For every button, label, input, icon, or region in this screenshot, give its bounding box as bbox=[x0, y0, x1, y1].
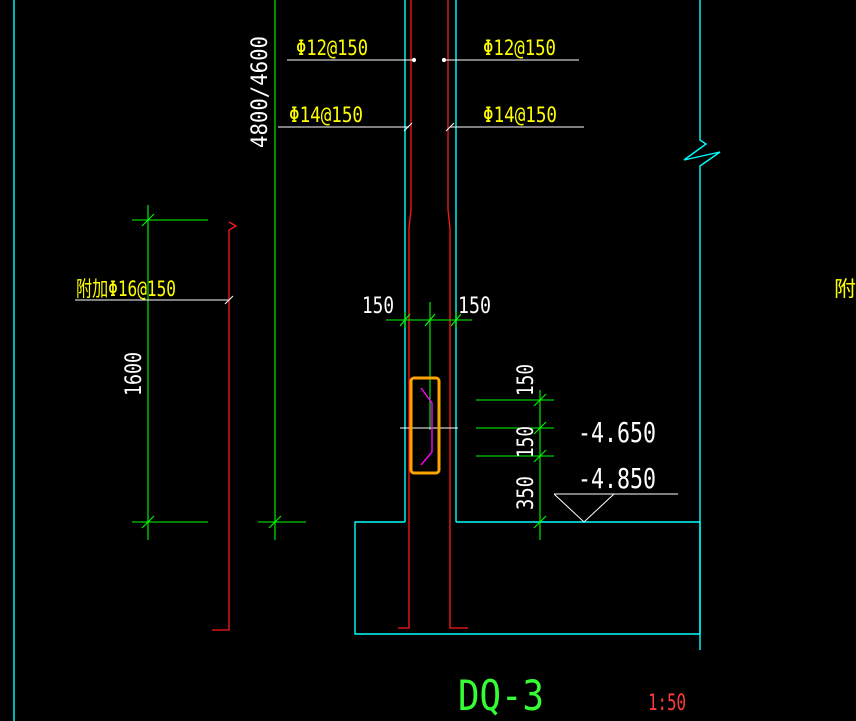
right-cover-dimension: 150 bbox=[458, 294, 491, 319]
highlight-box[interactable] bbox=[409, 376, 441, 475]
dimension-lines bbox=[132, 0, 554, 540]
rebar-label-top-left: Φ12@150 bbox=[296, 36, 368, 60]
leader-lines bbox=[75, 57, 678, 523]
rebar-label-additional-left: 附加Φ16@150 bbox=[76, 277, 176, 301]
dim-a-text: 150 bbox=[514, 364, 539, 396]
waterstop-detail bbox=[420, 387, 433, 466]
dim-b-text: 150 bbox=[514, 426, 539, 458]
drawing-scale: 1:50 bbox=[648, 691, 686, 716]
vertical-span-dimension: 4800/4600 bbox=[248, 36, 273, 148]
rebars bbox=[212, 0, 468, 631]
rebar-label-mid-left: Φ14@150 bbox=[289, 103, 363, 127]
elevation-upper: -4.650 bbox=[578, 416, 656, 449]
left-cover-dimension: 150 bbox=[362, 294, 394, 319]
rebar-label-top-right: Φ12@150 bbox=[483, 36, 556, 60]
wall-outline bbox=[13, 0, 721, 721]
drawing-title: DQ-3 bbox=[458, 671, 544, 720]
elevation-lower: -4.850 bbox=[578, 462, 656, 495]
rebar-label-additional-right-partial: 附 bbox=[834, 277, 856, 301]
dim-c-text: 350 bbox=[514, 476, 539, 510]
rebar-label-mid-right: Φ14@150 bbox=[483, 103, 557, 127]
additional-length-dimension: 1600 bbox=[122, 352, 147, 396]
